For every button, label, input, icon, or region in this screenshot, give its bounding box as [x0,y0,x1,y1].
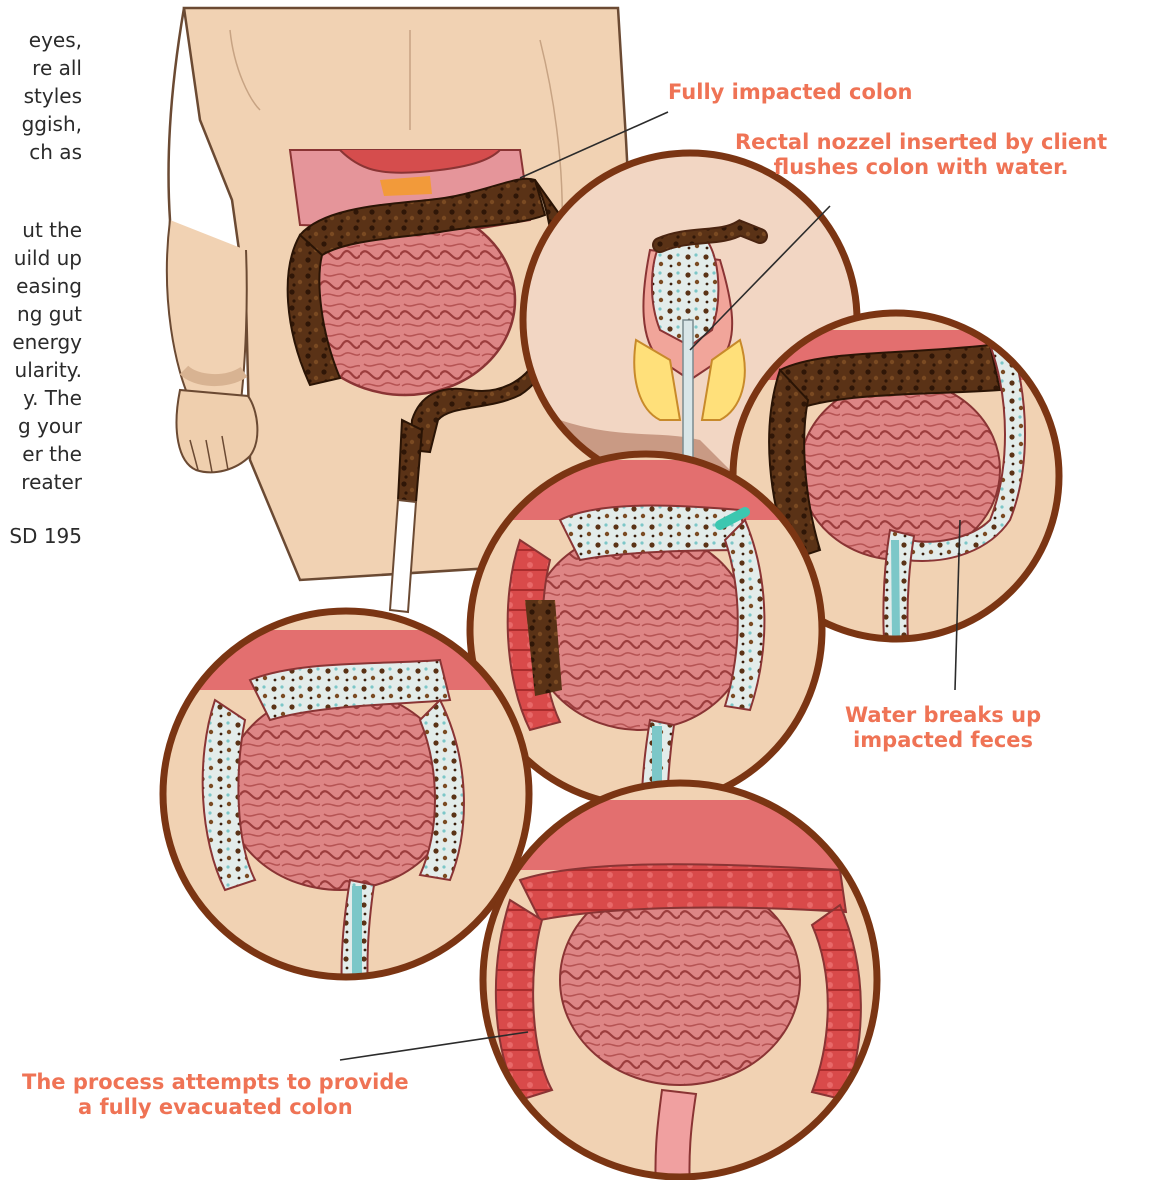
evacuated-colon-circle [483,783,877,1180]
callout-water-breaks-up: Water breaks up impacted feces [845,703,1041,753]
callout-line: flushes colon with water. [735,155,1107,180]
callout-line: Rectal nozzel inserted by client [735,130,1107,155]
callout-rectal-nozzle: Rectal nozzel inserted by client flushes… [735,130,1107,180]
callout-fully-impacted-colon: Fully impacted colon [668,80,912,105]
colon-cleansing-circle [163,611,529,990]
callout-line: The process attempts to provide [22,1070,409,1095]
callout-line: Water breaks up [845,703,1041,728]
callout-line: Fully impacted colon [668,80,912,105]
callout-line: a fully evacuated colon [22,1095,409,1120]
callout-evacuated-colon: The process attempts to provide a fully … [22,1070,409,1120]
callout-line: impacted feces [845,728,1041,753]
